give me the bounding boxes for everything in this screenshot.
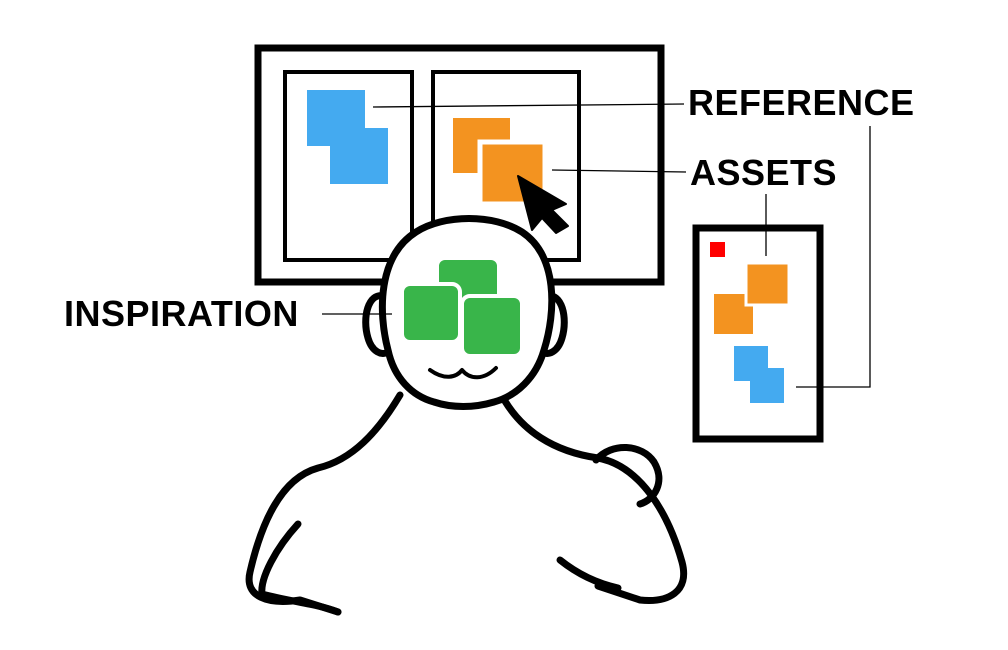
tablet	[692, 224, 824, 443]
reference-square	[750, 368, 784, 403]
asset-squares-tablet	[714, 261, 791, 334]
monitor	[254, 44, 665, 286]
reference-squares-screen	[307, 90, 388, 184]
person-neck-fold	[428, 366, 498, 380]
asset-square	[744, 261, 791, 307]
connector-lines	[322, 103, 871, 388]
assets-label: ASSETS	[690, 152, 838, 193]
person-body	[245, 388, 688, 616]
person-right-arm	[556, 556, 622, 592]
reference-squares-tablet	[734, 346, 784, 403]
cursor-icon	[517, 175, 569, 234]
person-right-hand	[592, 444, 663, 508]
inspiration-squares	[400, 256, 524, 358]
inspiration-square	[460, 294, 524, 358]
reference-connector	[372, 103, 685, 108]
assets-connector	[551, 169, 687, 173]
inspiration-square	[400, 282, 462, 344]
inspiration-label: INSPIRATION	[64, 293, 299, 334]
reference-label: REFERENCE	[688, 82, 915, 123]
reference-tablet-connector	[796, 126, 871, 388]
tablet-marker	[710, 242, 725, 257]
reference-square	[330, 128, 388, 184]
person-left-arm	[258, 520, 342, 616]
